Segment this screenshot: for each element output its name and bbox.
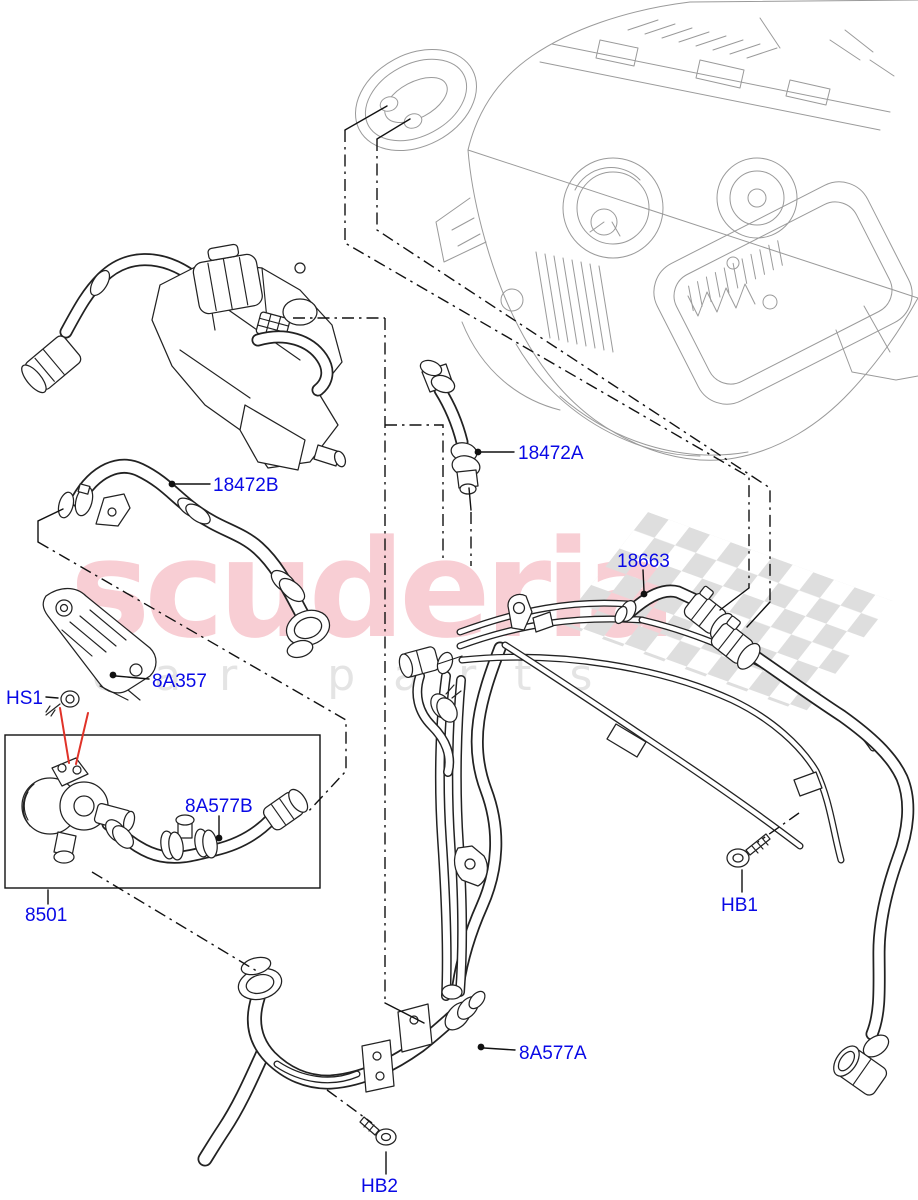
ffh-lower-bracket xyxy=(239,404,306,471)
capped-port xyxy=(398,646,440,679)
pump-outlet xyxy=(53,850,75,864)
hose-bracket xyxy=(397,1003,433,1053)
part-8501-pump-kit xyxy=(4,734,321,889)
hose-bracket xyxy=(361,1039,395,1093)
label-8A357[interactable]: 8A357 xyxy=(152,671,207,692)
screw-HS1 xyxy=(45,690,80,717)
part-18663-assembly xyxy=(398,584,908,1096)
screw-HB2 xyxy=(359,1116,397,1146)
watermark-brand-text: scuderia xyxy=(70,511,671,668)
hb1-dash-leader xyxy=(757,812,800,843)
screw-HB1 xyxy=(726,833,771,868)
part-8A357-bracket xyxy=(42,587,157,701)
hb1-bracket-tab xyxy=(793,771,823,797)
pipe-tag xyxy=(606,723,647,758)
label-leaders xyxy=(45,448,743,1175)
bottom-right-connector xyxy=(833,1045,888,1096)
hose-end-port xyxy=(286,639,314,659)
checkered-flag-graphic xyxy=(560,512,893,713)
heater-connector-lower xyxy=(710,615,761,670)
label-HB2[interactable]: HB2 xyxy=(361,1176,398,1197)
hose-8A577B-connector xyxy=(262,788,309,831)
label-18472B[interactable]: 18472B xyxy=(213,475,279,496)
association-lines xyxy=(37,105,800,1124)
ffh-round-port xyxy=(282,298,318,326)
label-8A577A[interactable]: 8A577A xyxy=(519,1043,587,1064)
label-18663[interactable]: 18663 xyxy=(617,551,670,572)
heater-port-stub-1 xyxy=(379,96,399,112)
label-18472A[interactable]: 18472A xyxy=(518,443,584,464)
heater-core-flange xyxy=(355,48,477,152)
ffh-hose-end-connector xyxy=(21,335,82,394)
label-HS1[interactable]: HS1 xyxy=(6,688,43,709)
part-8A577A-hose xyxy=(205,956,486,1159)
part-18472A-hose xyxy=(419,359,481,495)
hose-end-cap xyxy=(57,491,75,519)
label-8A577B[interactable]: 8A577B xyxy=(185,796,253,817)
fuel-fired-heater-drawing xyxy=(21,243,347,471)
heater-port-stub-2 xyxy=(403,113,423,129)
ffh-hose-clamp xyxy=(89,269,111,297)
blower-wheel-2 xyxy=(716,157,798,239)
ffh-canister xyxy=(192,243,263,315)
part-number-labels: 18472B 18472A 18663 8A357 HS1 8A577B 850… xyxy=(6,443,758,1197)
seal-frame xyxy=(653,181,913,405)
blower-wheel xyxy=(562,157,664,259)
kit-box xyxy=(4,734,321,889)
hvac-unit-drawing xyxy=(355,0,918,461)
label-8501[interactable]: 8501 xyxy=(25,905,67,926)
label-HB1[interactable]: HB1 xyxy=(721,895,758,916)
hb2-dash-leader xyxy=(326,1089,373,1124)
hs1-red-pointers xyxy=(59,707,89,765)
part-18472B-hose xyxy=(57,466,331,659)
hose-clamp xyxy=(430,374,456,394)
ffh-lower-stub xyxy=(333,450,347,468)
